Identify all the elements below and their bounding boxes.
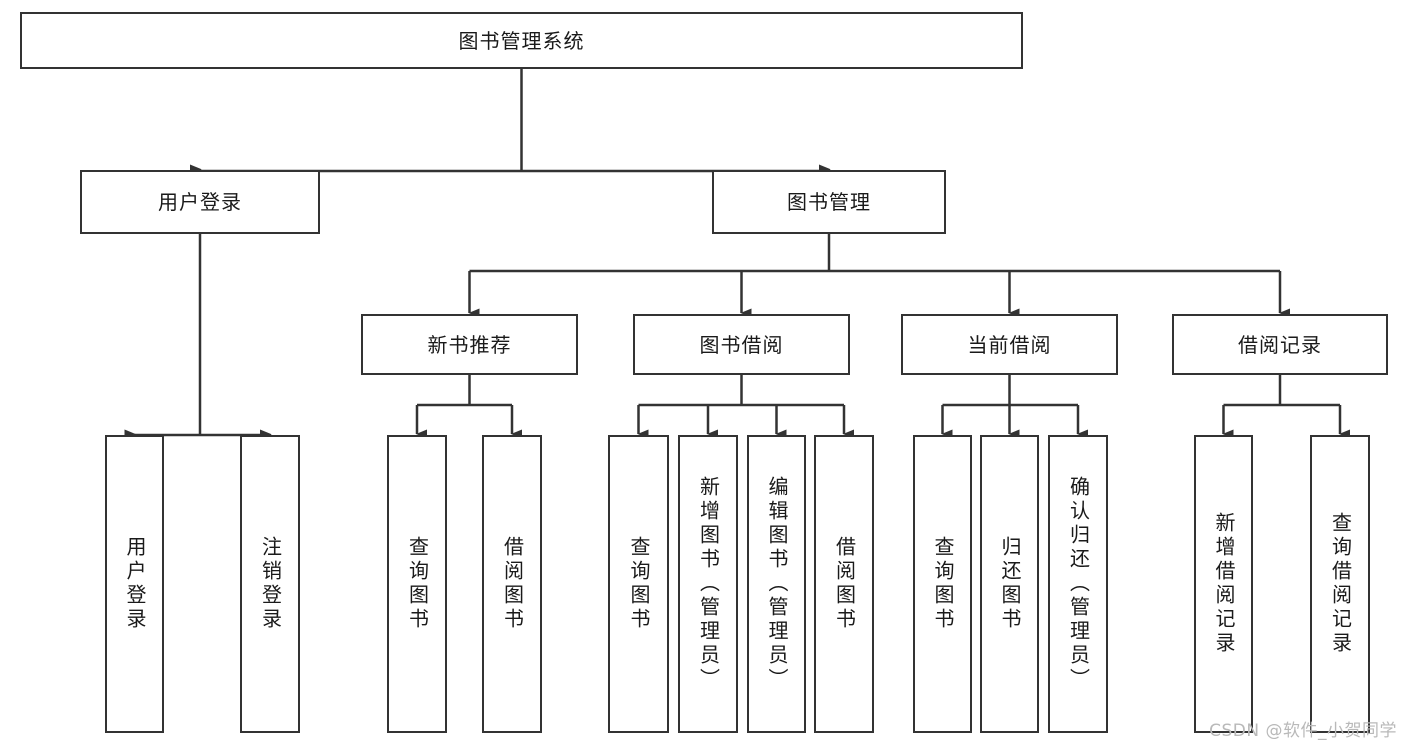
- node-leaf-logout[interactable]: 注销登录: [240, 435, 300, 733]
- node-user-login[interactable]: 用户登录: [80, 170, 320, 234]
- edges: [124, 69, 1350, 439]
- node-leaf-confirm-return[interactable]: 确认归还（管理员）: [1048, 435, 1108, 733]
- node-label: 借阅图书: [832, 536, 857, 632]
- node-leaf-edit-book[interactable]: 编辑图书（管理员）: [747, 435, 806, 733]
- node-label: 归还图书: [998, 536, 1022, 632]
- node-leaf-borrow-book-2[interactable]: 借阅图书: [814, 435, 874, 733]
- node-label: 借阅图书: [500, 536, 525, 632]
- node-label: 查询借阅记录: [1328, 512, 1353, 656]
- node-leaf-query-record[interactable]: 查询借阅记录: [1310, 435, 1370, 733]
- node-label: 图书借阅: [699, 332, 784, 357]
- node-label: 图书管理: [787, 190, 871, 214]
- node-label: 确认归还（管理员）: [1066, 476, 1091, 692]
- node-leaf-query-book-2[interactable]: 查询图书: [608, 435, 669, 733]
- node-new-book-rec[interactable]: 新书推荐: [361, 314, 578, 375]
- node-label: 新增借阅记录: [1212, 512, 1236, 656]
- node-book-borrow[interactable]: 图书借阅: [633, 314, 850, 375]
- node-borrow-record[interactable]: 借阅记录: [1172, 314, 1388, 375]
- node-label: 用户登录: [123, 536, 147, 632]
- node-label: 查询图书: [931, 536, 955, 632]
- watermark-label: CSDN @软件_小贺同学: [1209, 721, 1397, 741]
- node-leaf-return-book[interactable]: 归还图书: [980, 435, 1039, 733]
- node-label: 注销登录: [258, 536, 283, 632]
- node-label: 用户登录: [158, 190, 242, 214]
- node-leaf-add-record[interactable]: 新增借阅记录: [1194, 435, 1253, 733]
- node-current-borrow[interactable]: 当前借阅: [901, 314, 1118, 375]
- node-leaf-query-book-1[interactable]: 查询图书: [387, 435, 447, 733]
- node-label: 编辑图书（管理员）: [765, 476, 789, 692]
- node-leaf-query-book-3[interactable]: 查询图书: [913, 435, 972, 733]
- node-label: 查询图书: [405, 536, 430, 632]
- node-root[interactable]: 图书管理系统: [20, 12, 1023, 69]
- node-label: 新增图书（管理员）: [696, 476, 721, 692]
- node-label: 新书推荐: [427, 332, 512, 357]
- node-book-manage[interactable]: 图书管理: [712, 170, 946, 234]
- node-label: 当前借阅: [967, 332, 1052, 357]
- node-label: 查询图书: [627, 536, 651, 632]
- node-label: 图书管理系统: [458, 28, 585, 53]
- node-label: 借阅记录: [1238, 332, 1322, 357]
- node-leaf-add-book[interactable]: 新增图书（管理员）: [678, 435, 738, 733]
- node-leaf-borrow-book-1[interactable]: 借阅图书: [482, 435, 542, 733]
- node-leaf-user-login[interactable]: 用户登录: [105, 435, 164, 733]
